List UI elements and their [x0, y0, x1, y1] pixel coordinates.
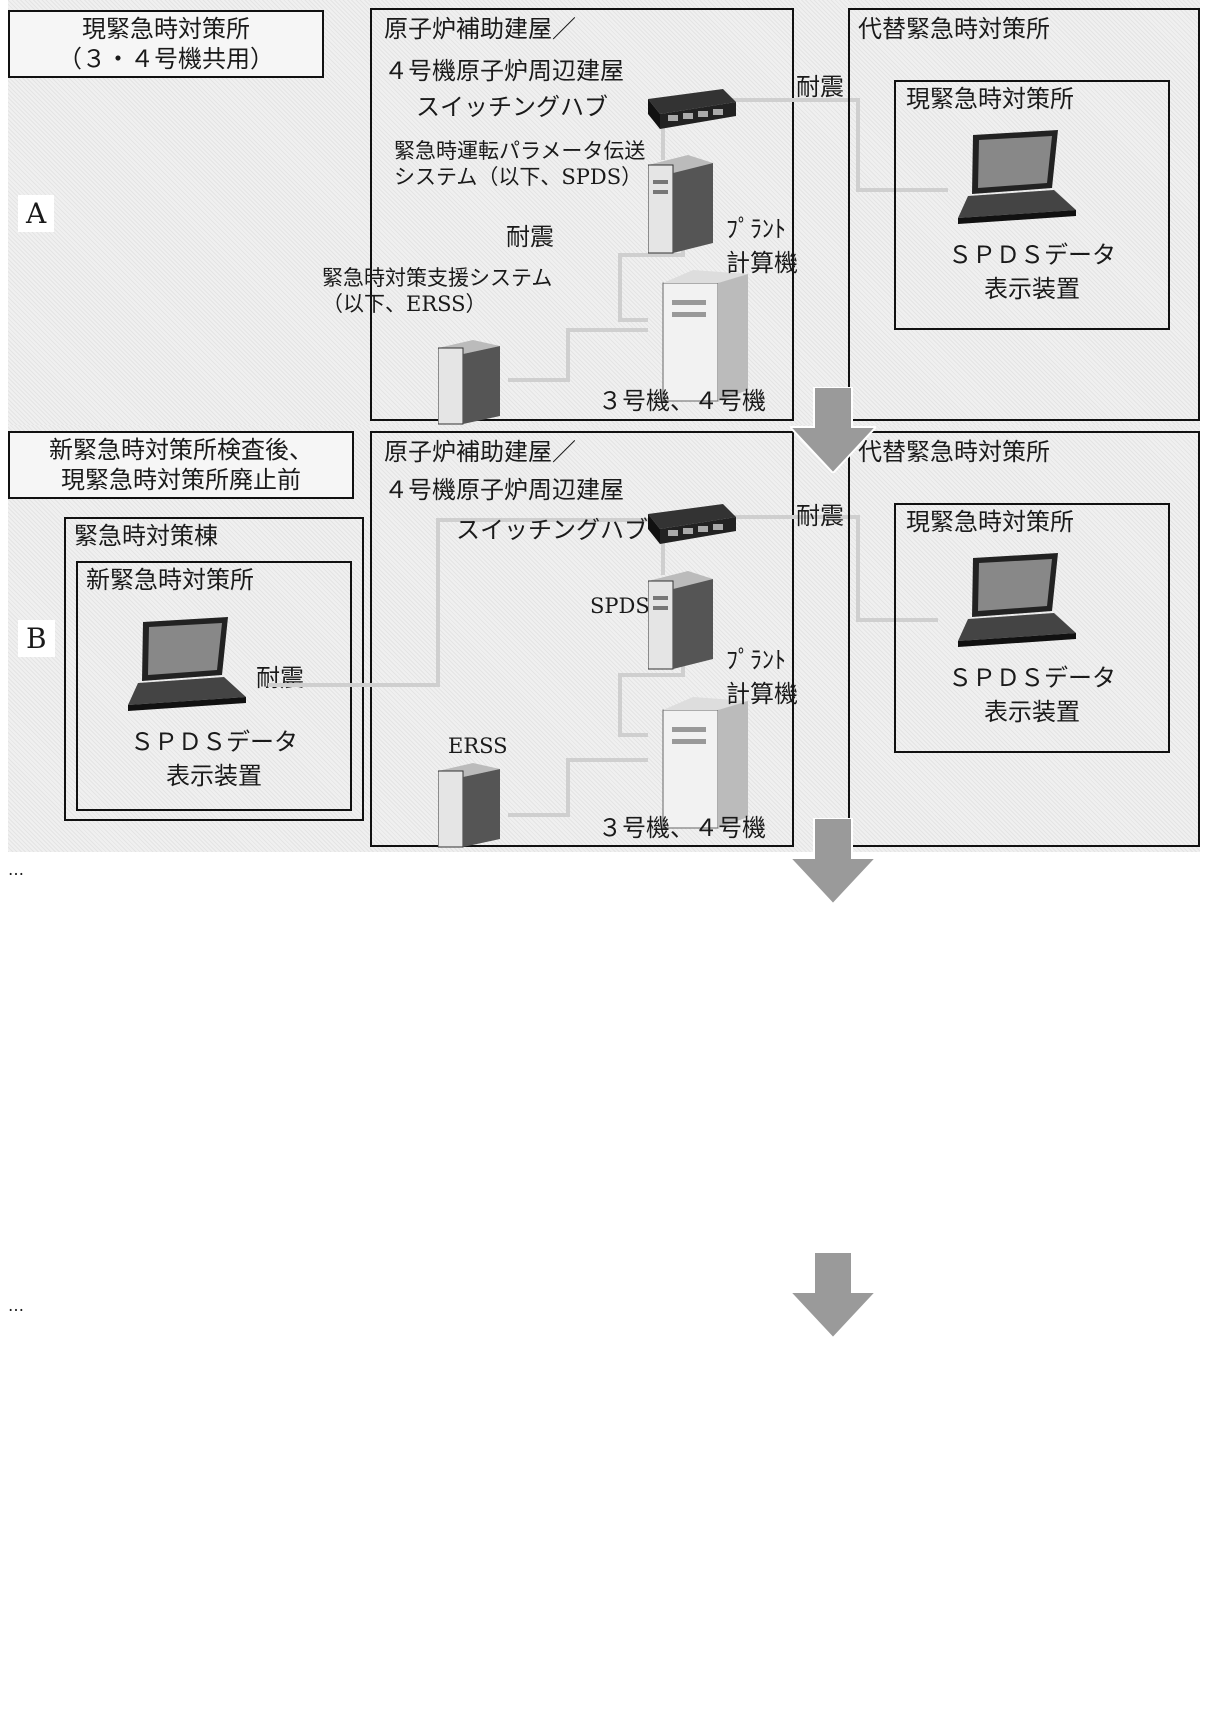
down-arrow-icon	[790, 1252, 876, 1338]
erss-server-icon	[438, 763, 500, 848]
erss-server-icon	[438, 340, 500, 425]
left-title-box: 新緊急時対策所検査後、 現緊急時対策所廃止前	[8, 431, 354, 499]
center-building-title-2: ４号機原子炉周辺建屋	[384, 476, 624, 504]
left-title-box: 現緊急時対策所 （３・４号機共用）	[8, 10, 324, 78]
row-a: 現緊急時対策所 （３・４号機共用） A 原子炉補助建屋／ ４号機原子炉周辺建屋 …	[8, 0, 1200, 425]
alternate-erc-title: 代替緊急時対策所	[858, 15, 1050, 43]
line-hub-to-left	[268, 518, 650, 687]
plant-computer-icon	[662, 697, 748, 829]
spds-label: 緊急時運転パラメータ伝送 システム（以下、SPDS）	[394, 139, 646, 189]
current-erc-title: 現緊急時対策所	[906, 508, 1074, 536]
center-building-title-1: 原子炉補助建屋／	[384, 15, 576, 43]
left-building-title: 緊急時対策棟	[74, 522, 218, 550]
current-erc-title: 現緊急時対策所	[906, 85, 1074, 113]
erss-label: ERSS	[448, 734, 508, 758]
row-d: …	[8, 1296, 24, 1315]
switching-hub-icon	[648, 89, 736, 129]
plant-computer-label: ﾌﾟﾗﾝﾄ 計算機	[726, 646, 798, 708]
seismic-label-right: 耐震	[796, 502, 844, 530]
hub-label: スイッチングハブ	[456, 516, 648, 544]
switching-hub-icon	[648, 504, 736, 544]
laptop-icon	[128, 617, 246, 711]
display-device-label: ＳＰＤＳデータ 表示装置	[948, 664, 1116, 726]
row-letter-b: B	[18, 620, 55, 657]
spds-label: SPDS	[590, 594, 650, 618]
spds-server-icon	[648, 571, 713, 670]
laptop-icon	[958, 130, 1076, 224]
current-erc-box: 現緊急時対策所 ＳＰＤＳデータ 表示装置	[894, 80, 1170, 330]
row-c: …	[8, 860, 24, 879]
display-device-label: ＳＰＤＳデータ 表示装置	[948, 241, 1116, 303]
left-building-box: 緊急時対策棟 新緊急時対策所 耐震 ＳＰＤＳデータ 表示装置	[64, 517, 364, 821]
laptop-icon	[958, 553, 1076, 647]
alternate-erc-title: 代替緊急時対策所	[858, 438, 1050, 466]
line-plant-to-spds	[618, 660, 685, 737]
current-erc-box: 現緊急時対策所 ＳＰＤＳデータ 表示装置	[894, 503, 1170, 753]
center-building: 原子炉補助建屋／ ４号機原子炉周辺建屋	[370, 431, 794, 847]
center-building-title-1: 原子炉補助建屋／	[384, 438, 576, 466]
left-inner-box: 新緊急時対策所 耐震 ＳＰＤＳデータ 表示装置	[76, 561, 352, 811]
row-b: 新緊急時対策所検査後、 現緊急時対策所廃止前 緊急時対策棟 新緊急時対策所 耐震…	[8, 425, 1200, 852]
spds-server-icon	[648, 155, 713, 254]
down-arrow-icon	[790, 818, 876, 904]
hub-label: スイッチングハブ	[416, 93, 608, 121]
left-display-label: ＳＰＤＳデータ 表示装置	[130, 728, 298, 790]
seismic-label-left: 耐震	[256, 664, 304, 692]
line-plant-to-erss	[508, 758, 648, 817]
signal-lines	[268, 515, 938, 817]
plant-computer-label: ﾌﾟﾗﾝﾄ 計算機	[726, 215, 798, 277]
units-label: ３号機、４号機	[598, 387, 766, 415]
seismic-label-right: 耐震	[796, 73, 844, 101]
center-building-title-2: ４号機原子炉周辺建屋	[384, 57, 624, 85]
line-plant-to-erss	[508, 328, 648, 382]
line-hub-to-alt	[730, 98, 948, 192]
left-title: 新緊急時対策所検査後、 現緊急時対策所廃止前	[49, 436, 313, 494]
line-hub-to-alt	[730, 515, 938, 622]
center-building: 原子炉補助建屋／ ４号機原子炉周辺建屋	[370, 8, 794, 421]
alternate-erc-box: 代替緊急時対策所 現緊急時対策所 ＳＰＤＳデータ 表示装置	[848, 8, 1200, 421]
units-label: ３号機、４号機	[598, 814, 766, 842]
left-inner-title: 新緊急時対策所	[86, 566, 254, 594]
row-letter-a: A	[18, 195, 55, 232]
alternate-erc-box: 代替緊急時対策所 現緊急時対策所 ＳＰＤＳデータ 表示装置	[848, 431, 1200, 847]
plant-computer-icon	[662, 270, 748, 402]
seismic-label-center: 耐震	[506, 223, 554, 251]
erss-label: 緊急時対策支援システム （以下、ERSS）	[322, 266, 553, 316]
left-title: 現緊急時対策所 （３・４号機共用）	[58, 15, 274, 73]
down-arrow-icon	[790, 387, 876, 473]
